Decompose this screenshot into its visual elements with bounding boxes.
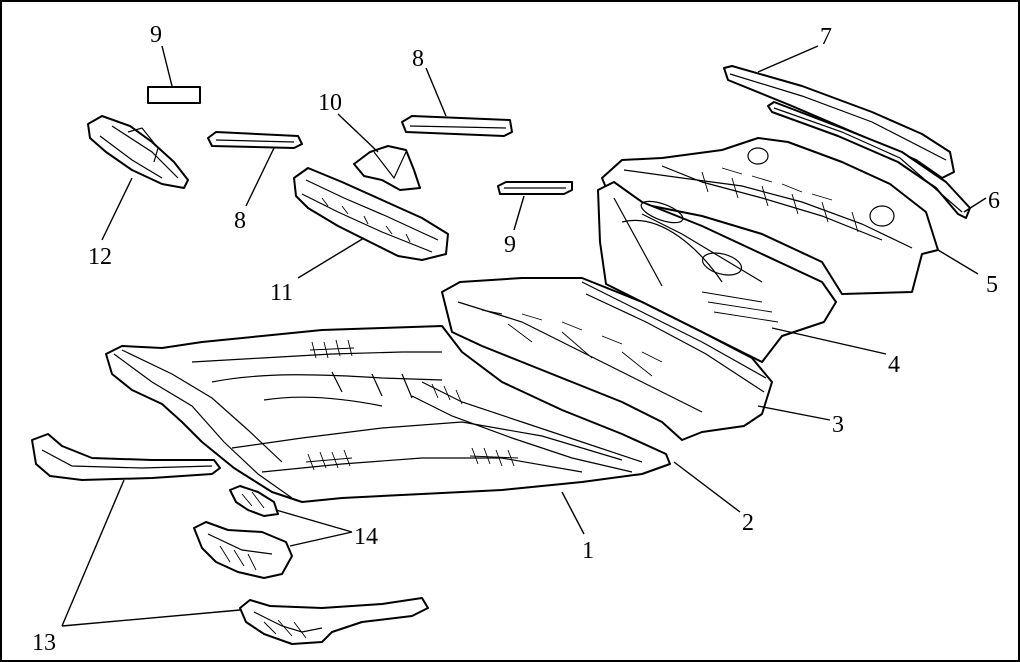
label-10: 10 (318, 90, 342, 116)
label-12: 12 (88, 244, 112, 270)
part-1-front-floor (105, 325, 671, 503)
part-12-bracket (87, 115, 189, 189)
part-14-bracket-small (229, 485, 279, 517)
part-9-rail (497, 181, 573, 195)
label-4: 4 (888, 352, 900, 378)
callout-labels: 9 8 7 10 8 9 12 11 6 5 4 3 2 1 14 13 (32, 22, 1000, 656)
label-1: 1 (582, 538, 594, 564)
part-3-cross-rail (441, 277, 773, 441)
part-4-seat-pan (597, 181, 837, 363)
part-9-plate (147, 86, 201, 104)
part-8-rail-left (207, 131, 303, 149)
part-11-crossmember (293, 167, 449, 261)
part-10-gusset (353, 145, 421, 191)
part-13-sill-front (31, 433, 221, 481)
label-6: 6 (988, 188, 1000, 214)
label-8-top: 8 (412, 46, 424, 72)
leader-lines (61, 45, 987, 627)
part-5-rear-panel (601, 137, 939, 295)
label-9-top: 9 (150, 22, 162, 48)
label-2: 2 (742, 510, 754, 536)
label-8-left: 8 (234, 208, 246, 234)
label-14: 14 (354, 524, 378, 550)
part-6-thin-rail (767, 101, 971, 219)
label-3: 3 (832, 412, 844, 438)
part-8-rail-upper (401, 115, 513, 137)
label-9-middle: 9 (504, 232, 516, 258)
label-7: 7 (820, 24, 832, 50)
label-11: 11 (270, 280, 293, 306)
part-13-sill-rear (239, 597, 429, 645)
label-5: 5 (986, 272, 998, 298)
part-14-bracket-large (193, 521, 293, 579)
label-13: 13 (32, 630, 56, 656)
